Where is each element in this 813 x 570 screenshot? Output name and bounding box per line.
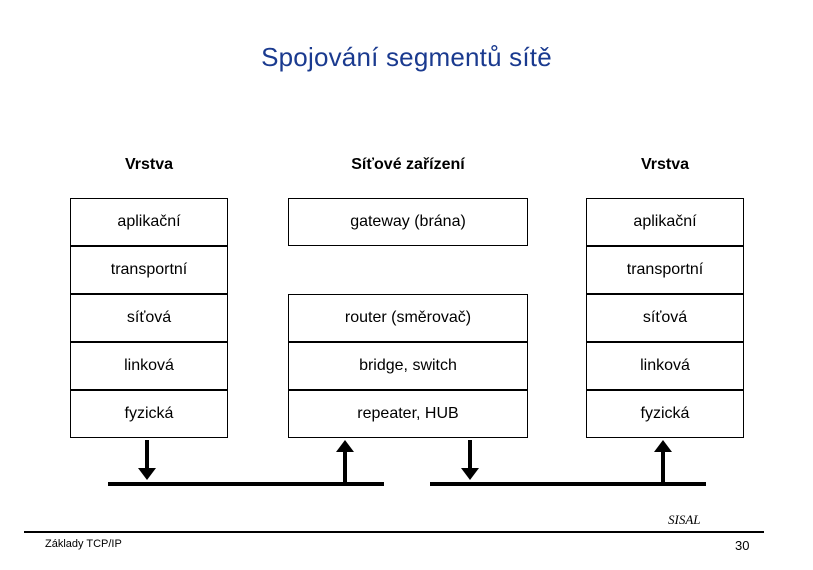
column-header-left: Vrstva (124, 156, 174, 173)
column-header-middle: Síťové zařízení (351, 156, 465, 173)
footer-divider (24, 531, 764, 533)
table-cell-middle-gateway: gateway (brána) (288, 198, 528, 246)
arrow-head-mid-right-down (461, 468, 479, 480)
arrow-shaft-right-up (661, 452, 665, 482)
table-cell-left-sitova: síťová (70, 294, 228, 342)
table-cell-right-linkova: linková (586, 342, 744, 390)
arrow-head-right-up (654, 440, 672, 452)
table-cell-left-transportni: transportní (70, 246, 228, 294)
table-cell-right-transportni: transportní (586, 246, 744, 294)
table-cell-right-aplikacni: aplikační (586, 198, 744, 246)
arrow-shaft-mid-right-down (468, 440, 472, 470)
table-cell-right-fyzicka: fyzická (586, 390, 744, 438)
arrow-head-mid-left-up (336, 440, 354, 452)
footer-sisal-label: SISAL (668, 512, 701, 527)
table-cell-middle-router: router (směrovač) (288, 294, 528, 342)
table-cell-left-fyzicka: fyzická (70, 390, 228, 438)
table-cell-left-aplikacni: aplikační (70, 198, 228, 246)
arrow-shaft-left-down (145, 440, 149, 470)
layer-device-diagram: Vrstva Síťové zařízení Vrstva aplikační … (0, 140, 813, 486)
page-number: 30 (735, 538, 750, 553)
table-cell-left-linkova: linková (70, 342, 228, 390)
table-cell-middle-repeater: repeater, HUB (288, 390, 528, 438)
arrow-shaft-mid-left-up (343, 452, 347, 482)
page-title: Spojování segmentů sítě (261, 42, 552, 72)
segment-line-right (430, 482, 706, 486)
footer-course-label: Základy TCP/IP (45, 538, 122, 550)
segment-line-left (108, 482, 384, 486)
table-cell-right-sitova: síťová (586, 294, 744, 342)
arrow-head-left-down (138, 468, 156, 480)
table-cell-middle-bridge: bridge, switch (288, 342, 528, 390)
column-header-right: Vrstva (640, 156, 690, 173)
